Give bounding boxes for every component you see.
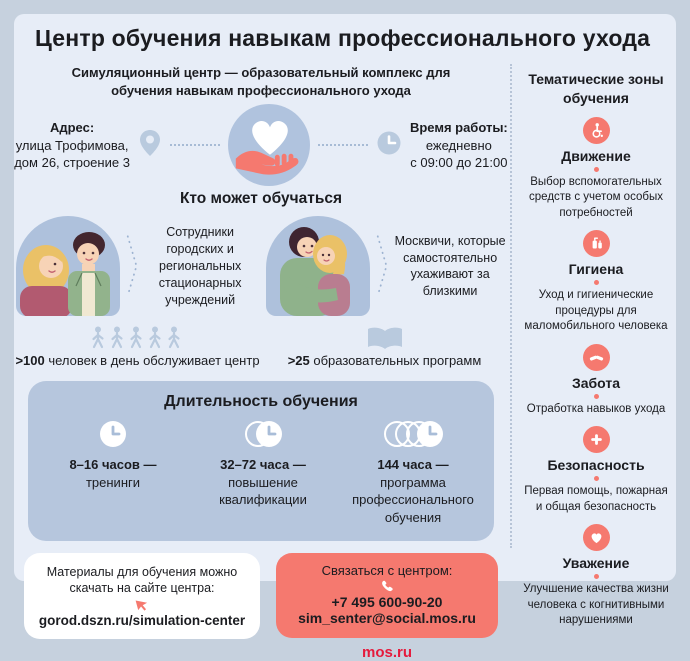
duration-item-trainings: 8–16 часов — тренинги [38, 419, 188, 526]
hours-label: Время работы: [409, 120, 508, 136]
zone-respect: Уважение Улучшение качества жизни челове… [520, 524, 672, 629]
zone-dot [593, 476, 599, 482]
dotted-chevron [376, 235, 388, 297]
medical-cross-icon [582, 426, 610, 454]
materials-text: Материалы для обучения можно скачать на … [46, 564, 238, 596]
bottom-row: Материалы для обучения можно скачать на … [24, 552, 498, 661]
duration-hours: 32–72 часа — [220, 457, 306, 473]
who-heading: Кто может обучаться [179, 190, 343, 208]
zone-dot [593, 166, 599, 172]
hygiene-bottles-icon [582, 230, 610, 258]
zone-title: Забота [571, 374, 621, 391]
hours-block: Время работы: ежедневно с 09:00 до 21:00 [410, 119, 508, 172]
stat-text: >100 человек в день обслуживает центр [15, 353, 259, 368]
zone-text: Улучшение качества жизни человека с когн… [523, 583, 669, 627]
hours-line2: с 09:00 до 21:00 [410, 155, 508, 171]
duration-text: 32–72 часа — повышение квалификации [188, 456, 338, 509]
clock-icon [376, 130, 402, 161]
sidebar-thematic-zones: Тематические зоны обучения Движение Выбо… [512, 58, 678, 626]
duration-box: Длительность обучения 8–16 часов — трени… [28, 381, 494, 541]
location-pin-icon [138, 128, 162, 163]
page-title: Центр обучения навыкам профессионального… [35, 25, 651, 51]
contact-phone-link[interactable]: +7 495 600-90-20 [331, 593, 443, 610]
stat-text: >25 образовательных программ [288, 353, 482, 368]
wheelchair-icon [582, 116, 610, 144]
zone-safety: Безопасность Первая помощь, пожарная и о… [520, 426, 672, 515]
zone-title: Безопасность [547, 457, 645, 474]
contact-heading: Связаться с центром: [321, 562, 453, 578]
stat-value: >25 [287, 353, 310, 369]
stat-programs: >25 образовательных программ [261, 326, 508, 368]
two-colleagues-illustration [16, 216, 120, 317]
zone-dot [593, 574, 599, 580]
clock-echo-icon [241, 419, 285, 449]
zone-dot [593, 393, 599, 399]
infographic-card: Центр обучения навыкам профессионального… [14, 14, 678, 661]
duration-label: тренинги [85, 474, 141, 490]
contact-column: Связаться с центром: +7 495 600-90-20 si… [276, 552, 498, 661]
clock-icon [98, 419, 128, 449]
materials-url-link[interactable]: gorod.dszn.ru/simulation-center [38, 613, 246, 629]
materials-card: Материалы для обучения можно скачать на … [24, 552, 260, 640]
info-row: Адрес: улица Трофимова, дом 26, строение… [14, 104, 508, 187]
handshake-icon [582, 343, 610, 371]
zone-text: Первая помощь, пожарная и общая безопасн… [524, 485, 668, 513]
phone-icon [284, 580, 490, 593]
zone-text: Выбор вспомогательных средств с учетом о… [529, 175, 663, 219]
subtitle: Симуляционный центр — образовательный ко… [71, 65, 451, 99]
zone-dot [593, 280, 599, 286]
stat-label: человек в день обслуживает центр [48, 353, 260, 369]
duration-text: 8–16 часов — тренинги [38, 456, 188, 491]
zone-care: Забота Отработка навыков ухода [520, 343, 672, 418]
hours-line1: ежедневно [425, 137, 492, 153]
duration-hours: 144 часа — [377, 457, 449, 473]
duration-hours: 8–16 часов — [69, 457, 157, 473]
duration-text: 144 часа — программа профессионального о… [338, 456, 488, 526]
who-row: Сотрудники городских и региональных стац… [14, 216, 508, 317]
main-column: Симуляционный центр — образовательный ко… [14, 58, 508, 661]
who-item-text: Москвичи, которые самостоятельно ухажива… [394, 233, 506, 299]
stat-label: образовательных программ [313, 353, 482, 369]
vertical-dotted-divider [510, 64, 512, 548]
stat-visitors: >100 человек в день обслуживает центр [14, 326, 261, 368]
heart-icon [582, 524, 610, 552]
zone-title: Уважение [562, 555, 630, 572]
duration-heading: Длительность обучения [164, 393, 358, 411]
duration-items: 8–16 часов — тренинги [38, 419, 484, 526]
mosru-link[interactable]: mos.ru [361, 643, 412, 661]
duration-item-professional: 144 часа — программа профессионального о… [338, 419, 488, 526]
duration-item-qualification: 32–72 часа — повышение квалификации [188, 419, 338, 526]
stats-row: >100 человек в день обслуживает центр >2… [14, 326, 508, 368]
contact-email-link[interactable]: sim_senter@social.mos.ru [298, 609, 476, 626]
dotted-connector [169, 144, 220, 147]
who-item-relatives: Москвичи, которые самостоятельно ухажива… [266, 216, 506, 317]
zone-movement: Движение Выбор вспомогательных средств с… [520, 116, 672, 222]
zone-hygiene: Гигиена Уход и гигиенические процедуры д… [520, 230, 672, 335]
clock-multi-echo-icon [380, 419, 446, 449]
who-item-staff: Сотрудники городских и региональных стац… [16, 216, 256, 317]
who-item-text: Сотрудники городских и региональных стац… [158, 225, 242, 307]
address-line1: улица Трофимова, [15, 137, 129, 153]
duration-label: повышение квалификации [219, 474, 307, 508]
stat-value: >100 [15, 353, 45, 369]
open-book-icon [365, 326, 405, 350]
contact-card: Связаться с центром: +7 495 600-90-20 si… [276, 552, 498, 638]
dotted-connector [317, 144, 368, 147]
address-block: Адрес: улица Трофимова, дом 26, строение… [14, 119, 130, 172]
dotted-chevron [126, 235, 138, 297]
sidebar-heading: Тематические зоны обучения [528, 71, 664, 106]
zone-title: Гигиена [568, 261, 624, 278]
address-label: Адрес: [49, 120, 95, 136]
address-line2: дом 26, строение 3 [14, 155, 130, 171]
zone-text: Уход и гигиенические процедуры для малом… [524, 289, 668, 333]
content: Симуляционный центр — образовательный ко… [14, 58, 678, 661]
cursor-arrow-icon [34, 598, 250, 611]
hugging-relatives-illustration [266, 216, 370, 317]
zone-text: Отработка навыков ухода [526, 402, 666, 415]
heart-in-hand-icon [227, 104, 310, 187]
zone-title: Движение [561, 147, 631, 164]
duration-label: программа профессионального обучения [352, 474, 474, 526]
walking-people-icons [88, 326, 188, 350]
